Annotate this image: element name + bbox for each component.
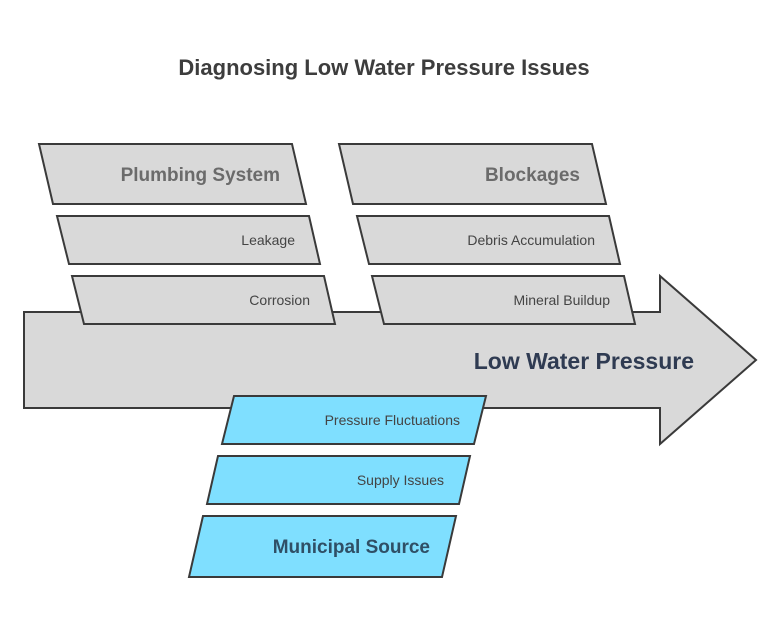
cause-mineral-buildup-box [370, 275, 637, 325]
category-municipal-source-box [187, 515, 458, 578]
diagram-title: Diagnosing Low Water Pressure Issues [178, 55, 589, 80]
cause-pressure-fluctuations-label: Pressure Fluctuations [325, 412, 460, 428]
cause-mineral-buildup-label: Mineral Buildup [514, 292, 611, 308]
category-blockages-box [337, 143, 608, 205]
category-municipal-source-label: Municipal Source [273, 537, 430, 558]
cause-pressure-fluctuations-box [220, 395, 488, 445]
cause-leakage-box [55, 215, 322, 265]
category-blockages: Blockages Debris Accumulation Mineral Bu… [337, 143, 637, 325]
cause-debris-accumulation-box [355, 215, 622, 265]
category-blockages-label: Blockages [485, 165, 580, 186]
category-plumbing-system: Plumbing System Leakage Corrosion [37, 143, 337, 325]
cause-supply-issues-label: Supply Issues [357, 472, 444, 488]
cause-corrosion-box [70, 275, 337, 325]
cause-leakage-label: Leakage [241, 232, 295, 248]
cause-supply-issues-box [205, 455, 472, 505]
category-plumbing-system-box [37, 143, 308, 205]
category-municipal-source: Pressure Fluctuations Supply Issues Muni… [187, 395, 488, 578]
category-plumbing-system-label: Plumbing System [121, 165, 280, 186]
effect-label: Low Water Pressure [474, 348, 694, 374]
cause-corrosion-label: Corrosion [249, 292, 310, 308]
cause-debris-accumulation-label: Debris Accumulation [467, 232, 595, 248]
